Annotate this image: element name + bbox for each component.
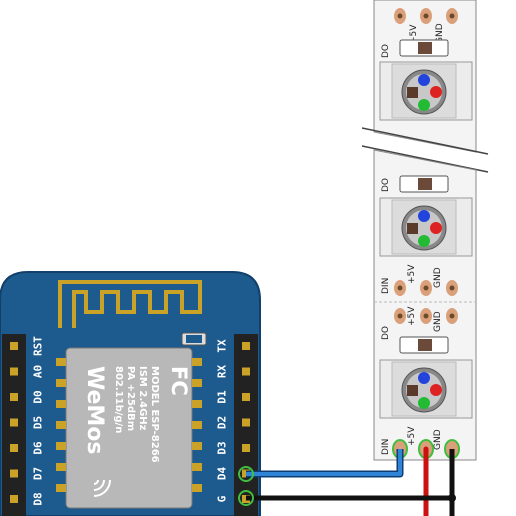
d4-connection [238,466,254,482]
pin-label-a0: A0 [32,365,45,378]
shield-pad [56,421,66,429]
shield-pad [192,379,202,387]
wires [238,446,456,516]
header-pin-rx[interactable] [242,367,250,376]
shield-pad [192,358,202,366]
wifi-icon [93,479,111,497]
shield-pad [56,358,66,366]
pad-label-din-mid: DIN [381,278,391,294]
pin-label-d8: D8 [32,492,45,505]
pad-label-dout-1: DO [381,44,391,58]
pad-label-gnd-mid: GND [433,267,443,288]
header-pin-d3[interactable] [242,444,250,452]
led-strip: +5V GND DO DO [361,0,489,461]
chip-pa-text: PA +25dBm [125,366,136,431]
g-connection [238,490,254,506]
header-pin-tx[interactable] [242,342,250,350]
pad-label-vcc-top: +5V [409,24,419,44]
shield-pad [192,484,202,492]
header-pin-a0[interactable] [10,367,18,376]
fc-logo: FC [167,366,191,396]
pin-label-d3: D3 [216,441,229,454]
shield-pad [56,379,66,387]
pad-label-gnd: GND [433,429,443,450]
pin-label-tx: TX [216,339,229,353]
pad-label-dout-2: DO [381,178,391,192]
rgb-led [379,359,473,419]
rgb-led [379,61,473,121]
pin-label-d0: D0 [32,390,45,403]
pcb-antenna-trace [58,280,202,328]
pin-label-rx: RX [216,365,229,379]
header-pin-d8[interactable] [10,495,18,503]
rgb-led [379,197,473,257]
header-pin-d6[interactable] [10,444,18,452]
pad-label-gnd-low: GND [433,311,443,332]
pad-label-gnd-top: GND [435,23,445,44]
pin-label-d6: D6 [32,441,45,455]
pad-label-vcc-low: +5V [407,306,417,326]
shield-pad [192,421,202,429]
pad-label-vcc-mid: +5V [407,264,417,284]
header-pin-d5[interactable] [10,418,18,427]
pin-label-g: G [216,495,229,502]
chip-ism-text: ISM 2.4GHz [137,366,148,431]
pin-label-d7: D7 [32,467,45,480]
pin-label-d1: D1 [216,390,229,404]
header-pin-d2[interactable] [242,418,250,427]
shield-pad [56,484,66,492]
pad-label-dout-3: DO [381,326,391,340]
strip-cut-line-2 [361,145,489,173]
pin-label-rst: RST [32,336,45,356]
header-pin-d7[interactable] [10,469,18,478]
shield-pad [56,442,66,450]
smd-resistor [399,175,449,193]
wemos-logo: WeMos [82,366,107,455]
shield-pad [56,463,66,471]
top-pads [394,8,458,24]
pin-label-d2: D2 [216,416,229,429]
shield-pad [56,400,66,408]
header-pin-d0[interactable] [10,393,18,401]
smd-resistor [399,336,449,354]
header-pin-rst[interactable] [10,342,18,350]
shield-pad [192,442,202,450]
pin-label-d4: D4 [216,467,229,481]
smd-resistor [399,39,449,57]
pad-label-vcc: +5V [407,426,417,446]
strip-cut-line [361,127,489,155]
shield-pad [192,463,202,471]
solder-pads-middle [394,280,458,324]
header-pin-d1[interactable] [242,393,250,401]
chip-model-text: MODEL ESP-8266 [149,366,160,463]
pad-label-din: DIN [381,439,391,455]
shield-pad [192,400,202,408]
pin-label-d5: D5 [32,416,45,429]
chip-std-text: 802.11b/g/n [113,366,124,433]
